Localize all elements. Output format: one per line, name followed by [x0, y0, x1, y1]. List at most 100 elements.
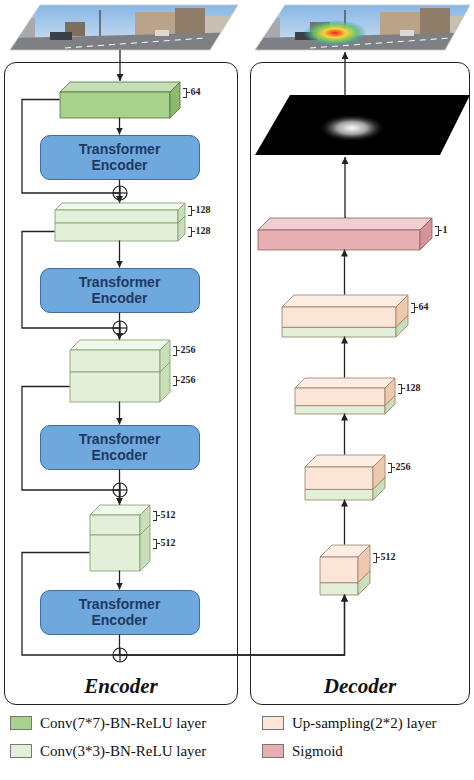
channel-bracket	[415, 307, 418, 308]
channel-bracket	[188, 206, 192, 216]
arrow-connector	[344, 414, 345, 455]
layer-block: 512	[90, 505, 150, 535]
channel-bracket	[411, 303, 415, 313]
layer-slab	[90, 505, 150, 535]
channel-count: 256	[396, 461, 411, 473]
channel-count: 512	[161, 537, 176, 549]
input-arrow	[119, 50, 120, 81]
layer-block: 1	[258, 218, 432, 250]
arrow-connector	[119, 571, 120, 590]
channel-bracket	[392, 467, 395, 468]
channel-bracket	[177, 350, 180, 351]
arrow-connector	[344, 250, 345, 295]
arrow-connector	[344, 500, 345, 545]
channel-bracket	[377, 557, 380, 558]
decoder-panel: Decoder 512 256 128 64 1	[250, 62, 470, 705]
channel-count: 256	[181, 344, 196, 356]
layer-block: 512	[90, 535, 150, 571]
legend-swatch	[10, 716, 32, 730]
layer-block: 512	[320, 545, 370, 595]
channel-count: 64	[191, 86, 201, 98]
channel-bracket	[402, 388, 405, 389]
layer-block: 256	[305, 455, 385, 500]
transformer-encoder-box: Transformer Encoder	[40, 425, 200, 470]
image-frame	[10, 5, 238, 50]
block-text: Transformer Encoder	[65, 141, 175, 173]
layer-slab	[55, 203, 185, 223]
layer-slab	[320, 545, 370, 595]
layer-block: 64	[60, 82, 180, 118]
channel-count: 128	[196, 225, 211, 237]
layer-slab	[90, 535, 150, 571]
layer-block: 256	[70, 340, 170, 372]
channel-bracket	[153, 539, 157, 549]
arrow-connector	[344, 337, 345, 378]
channel-bracket	[183, 88, 187, 98]
channel-bracket	[157, 515, 160, 516]
layer-slab	[295, 378, 395, 414]
layer-slab	[60, 82, 180, 118]
channel-bracket	[373, 553, 377, 563]
arrow-connector	[22, 387, 120, 505]
layer-slab	[282, 295, 408, 337]
legend-swatch	[10, 744, 32, 758]
saliency-map	[255, 95, 470, 155]
panel-title: Decoder	[251, 674, 469, 699]
panel-title: Encoder	[5, 674, 237, 699]
transformer-encoder-box: Transformer Encoder	[40, 590, 200, 635]
channel-bracket	[435, 226, 439, 236]
input-image	[5, 0, 245, 55]
channel-count: 512	[161, 509, 176, 521]
layer-block: 128	[55, 223, 185, 241]
channel-count: 128	[196, 204, 211, 216]
arrow-connector	[119, 402, 120, 425]
legend-swatch	[262, 744, 284, 758]
channel-bracket	[173, 346, 177, 356]
channel-bracket	[187, 92, 190, 93]
block-text: Transformer Encoder	[65, 274, 175, 306]
channel-bracket	[153, 511, 157, 521]
legend-text: Sigmoid	[292, 742, 343, 760]
arrow-connector	[22, 100, 120, 203]
channel-bracket	[439, 230, 442, 231]
arrow-connector	[119, 313, 120, 340]
add-symbol	[113, 186, 127, 200]
channel-bracket	[192, 231, 195, 232]
output-arrow	[344, 52, 345, 95]
arrow-connector	[119, 180, 120, 203]
transformer-encoder-box: Transformer Encoder	[40, 135, 200, 180]
channel-count: 64	[419, 301, 429, 313]
image-frame	[255, 5, 470, 50]
channel-count: 256	[181, 374, 196, 386]
arrow-connector	[119, 470, 120, 505]
layer-slab	[70, 340, 170, 372]
channel-bracket	[398, 384, 402, 394]
channel-bracket	[177, 380, 180, 381]
add-symbol	[113, 321, 127, 335]
add-symbol	[113, 648, 127, 662]
add-symbol	[113, 483, 127, 497]
legend-text: Up-sampling(2*2) layer	[292, 714, 437, 732]
layer-slab	[258, 218, 432, 250]
layer-slab	[55, 223, 185, 241]
output-arrow	[344, 157, 345, 218]
arrow-connector	[120, 595, 345, 656]
output-image	[250, 0, 474, 55]
arrow-connector	[22, 232, 120, 340]
layer-block: 64	[282, 295, 408, 337]
layer-block: 128	[295, 378, 395, 414]
legend-text: Conv(7*7)-BN-ReLU layer	[40, 714, 206, 732]
layer-block: 128	[55, 203, 185, 223]
channel-count: 512	[381, 551, 396, 563]
channel-bracket	[188, 227, 192, 237]
arrow-connector	[22, 553, 345, 656]
channel-count: 128	[406, 382, 421, 394]
channel-bracket	[173, 376, 177, 386]
layer-slab	[305, 455, 385, 500]
layer-slab	[70, 372, 170, 402]
arrow-connector	[119, 118, 120, 135]
legend-swatch	[262, 716, 284, 730]
channel-bracket	[388, 463, 392, 473]
